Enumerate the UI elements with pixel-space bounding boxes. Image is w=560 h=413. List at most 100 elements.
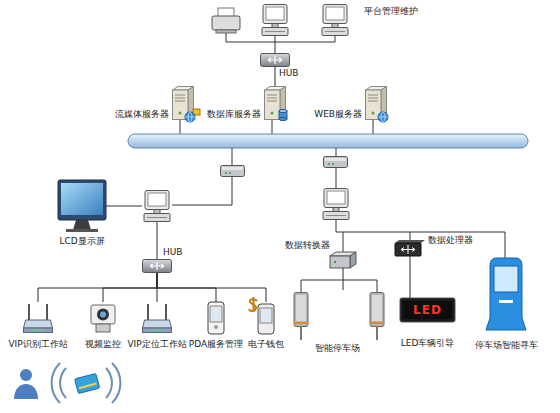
converter-icon-part [334, 261, 336, 263]
camera-icon-part [100, 312, 106, 318]
globe-badge [378, 112, 388, 122]
globe-badge-part [185, 112, 195, 122]
led-board-icon [400, 298, 455, 322]
converter-icon-part [330, 256, 350, 268]
terminal-node: VIP识别工作站 [23, 302, 53, 334]
terminal-node: 电子钱包 [257, 302, 275, 334]
globe-badge [185, 109, 200, 122]
network-link [275, 67, 276, 86]
network-link [38, 273, 157, 302]
parking-reader-icon [294, 293, 308, 341]
parking-node: 智能停车场 [290, 290, 385, 340]
globe-badge-part [185, 117, 195, 118]
hub-icon [143, 260, 172, 273]
camera-icon-part [96, 324, 110, 332]
parking-reader-icon [370, 293, 384, 341]
node-label: PDA服务管理 [189, 339, 243, 350]
computer-icon [323, 189, 349, 220]
lcd-node: LCD显示屏 [58, 180, 106, 232]
hub-icon [261, 54, 290, 67]
wallet-phone-icon [249, 297, 274, 334]
computer-icon [262, 5, 288, 36]
network-wire [301, 280, 377, 292]
server-node: 数据库服务器 [264, 86, 286, 120]
caption-note: 平台管理维护 [364, 6, 418, 17]
kiosk-node: 停车场智能寻车 [486, 258, 526, 330]
terminal-node: VIP定位工作站 [142, 302, 172, 334]
network-wire [336, 148, 505, 258]
camera-icon-part [91, 305, 115, 324]
lcd-screen-icon-part [58, 180, 106, 220]
network-link [157, 273, 266, 302]
network-link [103, 273, 157, 302]
kiosk-icon-part [494, 266, 518, 292]
person-icon [14, 369, 38, 399]
kiosk-icon-part [499, 300, 513, 303]
node-label: VIP识别工作站 [8, 339, 67, 350]
camera-icon-part [97, 309, 109, 321]
computer-icon [322, 5, 348, 36]
node-label: 流媒体服务器 [115, 109, 169, 120]
server-node: WEB服务器 [365, 86, 387, 120]
kiosk-icon [486, 258, 526, 330]
wallet-phone-icon-part [249, 297, 257, 312]
printer-icon-part [212, 16, 240, 30]
lcd-screen-icon [58, 180, 106, 232]
wallet-phone-icon-part [260, 308, 272, 323]
network-link [410, 256, 411, 298]
terminal-node: 视频监控 [90, 302, 116, 334]
rfid-card-icon [52, 363, 121, 403]
node-label: HUB [279, 68, 299, 79]
converter-icon-part [350, 252, 356, 268]
node-label: VIP定位工作站 [127, 339, 186, 350]
node-label: LCD显示屏 [59, 236, 104, 247]
node-label: LED车辆引导 [401, 338, 455, 349]
camera-icon [91, 305, 115, 332]
rfid-card-icon-part-part [79, 383, 97, 390]
node-label: 数据处理器 [428, 235, 473, 246]
globe-badge-part [378, 112, 388, 122]
processor-icon-part [401, 245, 415, 254]
lcd-screen-icon-part [73, 220, 91, 230]
pda-icon-part [210, 306, 222, 322]
node-label: 电子钱包 [248, 339, 284, 350]
pda-icon-part [208, 302, 224, 334]
globe-badge-part [378, 117, 388, 118]
node-label: 视频监控 [85, 339, 121, 350]
backbone-bus [128, 134, 528, 148]
led-board-icon-part [400, 298, 455, 322]
rfid-card-icon-part [52, 363, 121, 403]
switch-icon [221, 166, 245, 177]
rfid-card-icon-part-part [75, 373, 100, 393]
converter-node: 数据转换器 [330, 252, 356, 268]
lcd-screen-icon-part [61, 183, 103, 215]
pda-icon-part [214, 325, 218, 329]
kiosk-icon-part [486, 258, 526, 330]
node-label: 数据转换器 [285, 240, 330, 251]
printer-icon-part [216, 30, 236, 33]
node-label: 智能停车场 [315, 343, 360, 354]
network-wire [226, 33, 335, 53]
database-badge-part [279, 109, 287, 112]
switch-icon [324, 157, 348, 168]
node-label: 数据库服务器 [207, 109, 261, 120]
processor-icon [395, 240, 425, 256]
hub-node: HUB [260, 53, 290, 67]
printer-icon [212, 8, 240, 33]
wireless-station-icon [24, 304, 53, 333]
network-wire [106, 148, 232, 259]
node-label: HUB [163, 247, 183, 258]
network-link [343, 268, 344, 290]
node-label: 停车场智能寻车 [475, 340, 538, 351]
computer-icon [144, 191, 170, 222]
database-badge [279, 109, 287, 120]
lcd-screen-icon-part [66, 229, 98, 232]
hub-node: HUB [142, 259, 172, 273]
wireless-station-icon [143, 304, 172, 333]
converter-icon [330, 252, 356, 268]
server-node: 流媒体服务器 [172, 86, 194, 120]
